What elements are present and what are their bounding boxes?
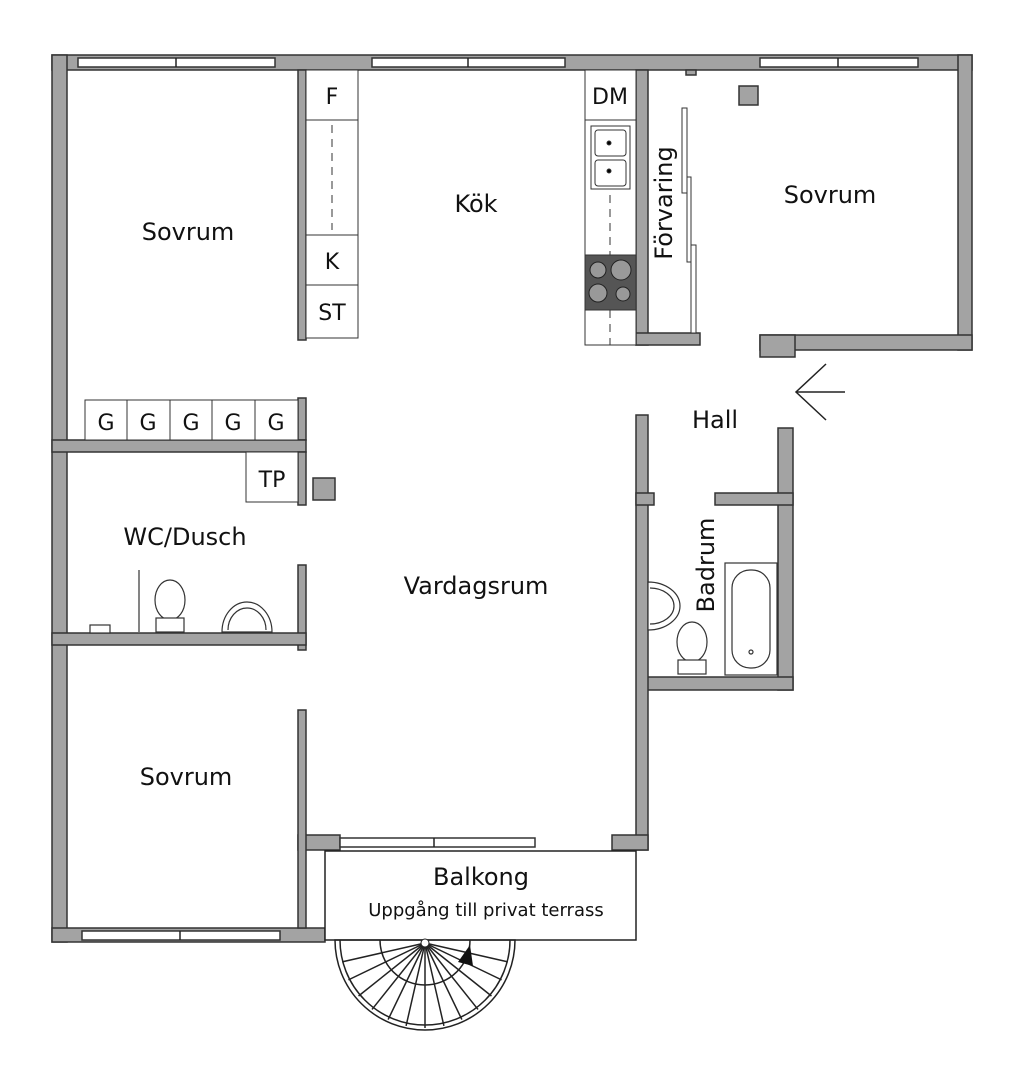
forvaring-sliding-doors[interactable] [681, 107, 697, 334]
room-label-sovrum-top-left: Sovrum [142, 218, 235, 246]
kitchen-right-counter [584, 69, 637, 346]
bathtub-icon [724, 562, 778, 676]
stair-tread [387, 942, 426, 1020]
spiral-staircase [334, 938, 516, 1031]
stair-tread [348, 942, 426, 981]
sink-icon [221, 601, 273, 633]
fixture-stove-cabinet: ST [318, 301, 346, 326]
toilet-icon [154, 579, 186, 633]
room-label-sovrum-top-right: Sovrum [784, 181, 877, 209]
toilet-icon [676, 621, 708, 675]
entrance-arrow-icon [794, 363, 845, 421]
room-label-wc: WC/Dusch [123, 523, 246, 551]
stair-tread [424, 942, 445, 1027]
windows [77, 57, 919, 941]
walls [51, 54, 973, 943]
column [738, 85, 759, 106]
sink-icon [590, 125, 631, 190]
fixture-tp: TP [258, 468, 286, 493]
stove-icon [584, 254, 637, 311]
stair-tread [341, 942, 426, 963]
sink-icon [647, 581, 681, 631]
fixture-freezer: K [325, 250, 340, 275]
fixture-fridge: F [326, 85, 339, 110]
stair-tread [358, 942, 426, 997]
room-label-kok: Kök [454, 190, 497, 218]
fixture-dishwasher: DM [592, 85, 628, 110]
room-label-balkong: Balkong [433, 863, 529, 891]
room-label-balkong-sub: Uppgång till privat terrass [368, 900, 604, 921]
stair-tread [405, 942, 426, 1027]
wardrobe-label: G [182, 411, 199, 436]
column [312, 477, 336, 501]
kitchen-left-cabinets [305, 69, 359, 339]
wc-fixtures [89, 570, 273, 634]
wardrobe-label: G [97, 411, 114, 436]
stair-tread [424, 942, 463, 1020]
stair-tread [424, 942, 479, 1010]
stair-tread [371, 942, 426, 1010]
room-label-hall: Hall [692, 406, 738, 434]
room-label-vardagsrum: Vardagsrum [404, 572, 549, 600]
wardrobe-label: G [267, 411, 284, 436]
room-label-forvaring: Förvaring [650, 146, 678, 259]
balcony [324, 850, 637, 941]
stair-tread [424, 942, 492, 997]
wardrobe-label: G [224, 411, 241, 436]
badrum-fixtures [647, 562, 778, 676]
wardrobe-label: G [139, 411, 156, 436]
room-label-sovrum-bottom-left: Sovrum [140, 763, 233, 791]
wardrobes [84, 399, 299, 503]
room-label-badrum: Badrum [692, 518, 720, 613]
